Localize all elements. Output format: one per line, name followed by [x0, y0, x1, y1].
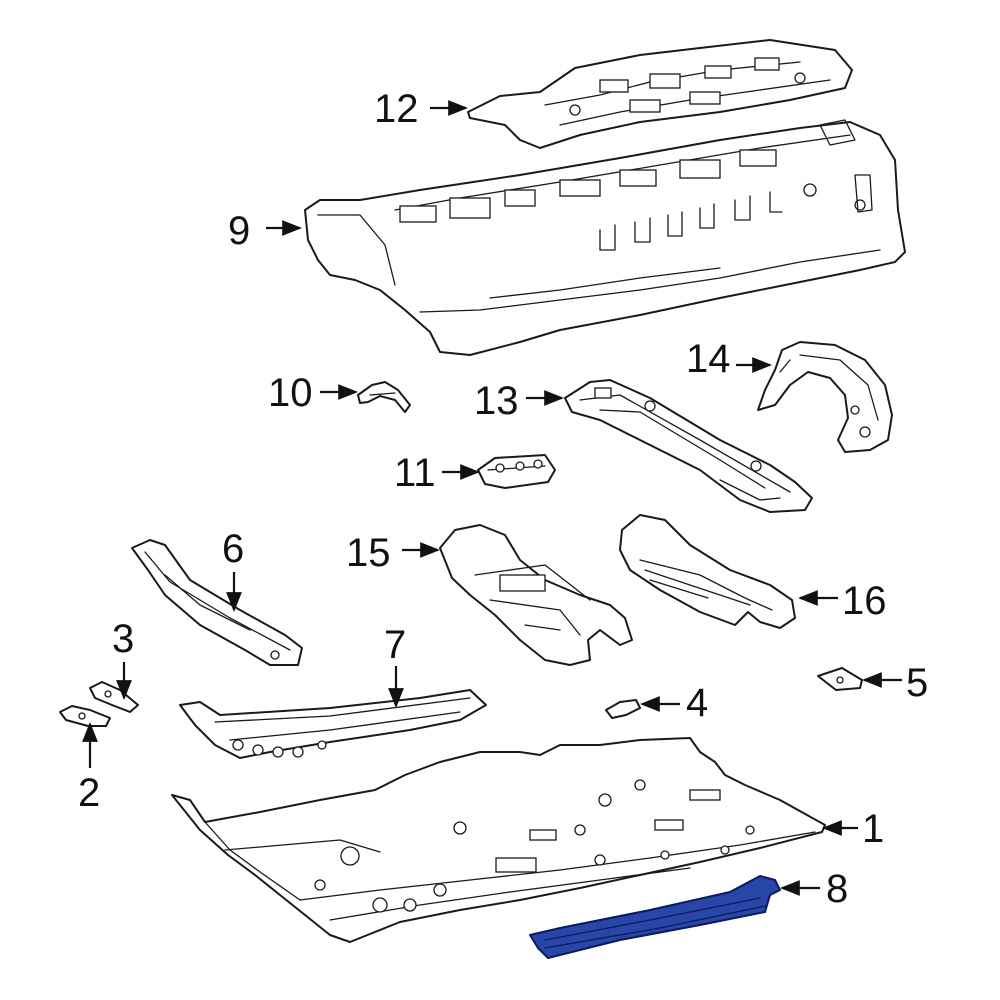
part-15-tunnel[interactable] — [439, 524, 633, 666]
svg-text:9: 9 — [228, 209, 250, 253]
svg-text:7: 7 — [384, 623, 406, 667]
callout-7: 7 — [384, 623, 406, 708]
svg-text:3: 3 — [112, 617, 134, 661]
callout-1: 1 — [822, 807, 884, 851]
part-6-rail[interactable] — [131, 539, 303, 666]
part-13-crossmember[interactable] — [564, 379, 813, 513]
part-16-panel[interactable] — [619, 514, 796, 629]
part-3-bracket[interactable] — [89, 681, 139, 713]
part-5-bracket[interactable] — [817, 667, 863, 691]
callout-12: 12 — [374, 87, 468, 131]
callout-6: 6 — [222, 527, 244, 612]
part-4-bracket[interactable] — [605, 699, 641, 719]
svg-text:4: 4 — [686, 681, 708, 725]
callout-3: 3 — [112, 617, 134, 700]
svg-text:12: 12 — [374, 87, 419, 131]
part-1-floor-pan[interactable] — [171, 737, 826, 943]
part-11-bracket[interactable] — [477, 454, 556, 489]
svg-text:5: 5 — [906, 661, 928, 705]
svg-text:11: 11 — [394, 451, 436, 495]
callout-2: 2 — [78, 722, 100, 815]
callout-13: 13 — [474, 379, 564, 423]
part-10-bracket[interactable] — [357, 381, 411, 413]
svg-text:6: 6 — [222, 527, 244, 571]
part-7-sill-member[interactable] — [179, 689, 487, 759]
callout-9: 9 — [228, 209, 302, 253]
part-8-rocker-highlighted[interactable] — [529, 875, 781, 959]
callout-8: 8 — [780, 867, 848, 911]
part-2-bracket[interactable] — [59, 705, 111, 727]
callout-10: 10 — [268, 371, 358, 415]
svg-text:15: 15 — [346, 531, 391, 575]
svg-text:8: 8 — [826, 867, 848, 911]
part-12-panel[interactable] — [467, 39, 853, 149]
callout-11: 11 — [394, 451, 480, 495]
svg-text:14: 14 — [686, 337, 731, 381]
svg-text:10: 10 — [268, 371, 313, 415]
callout-15: 15 — [346, 531, 440, 575]
svg-text:2: 2 — [78, 771, 100, 815]
svg-text:1: 1 — [862, 807, 884, 851]
svg-text:16: 16 — [842, 579, 887, 623]
part-9-rear-floor-pan[interactable] — [304, 119, 906, 356]
callout-5: 5 — [862, 661, 928, 705]
callout-4: 4 — [640, 681, 708, 725]
callout-14: 14 — [686, 337, 772, 381]
svg-text:13: 13 — [474, 379, 519, 423]
part-14-wheelhouse[interactable] — [757, 341, 893, 453]
callout-16: 16 — [798, 579, 887, 623]
